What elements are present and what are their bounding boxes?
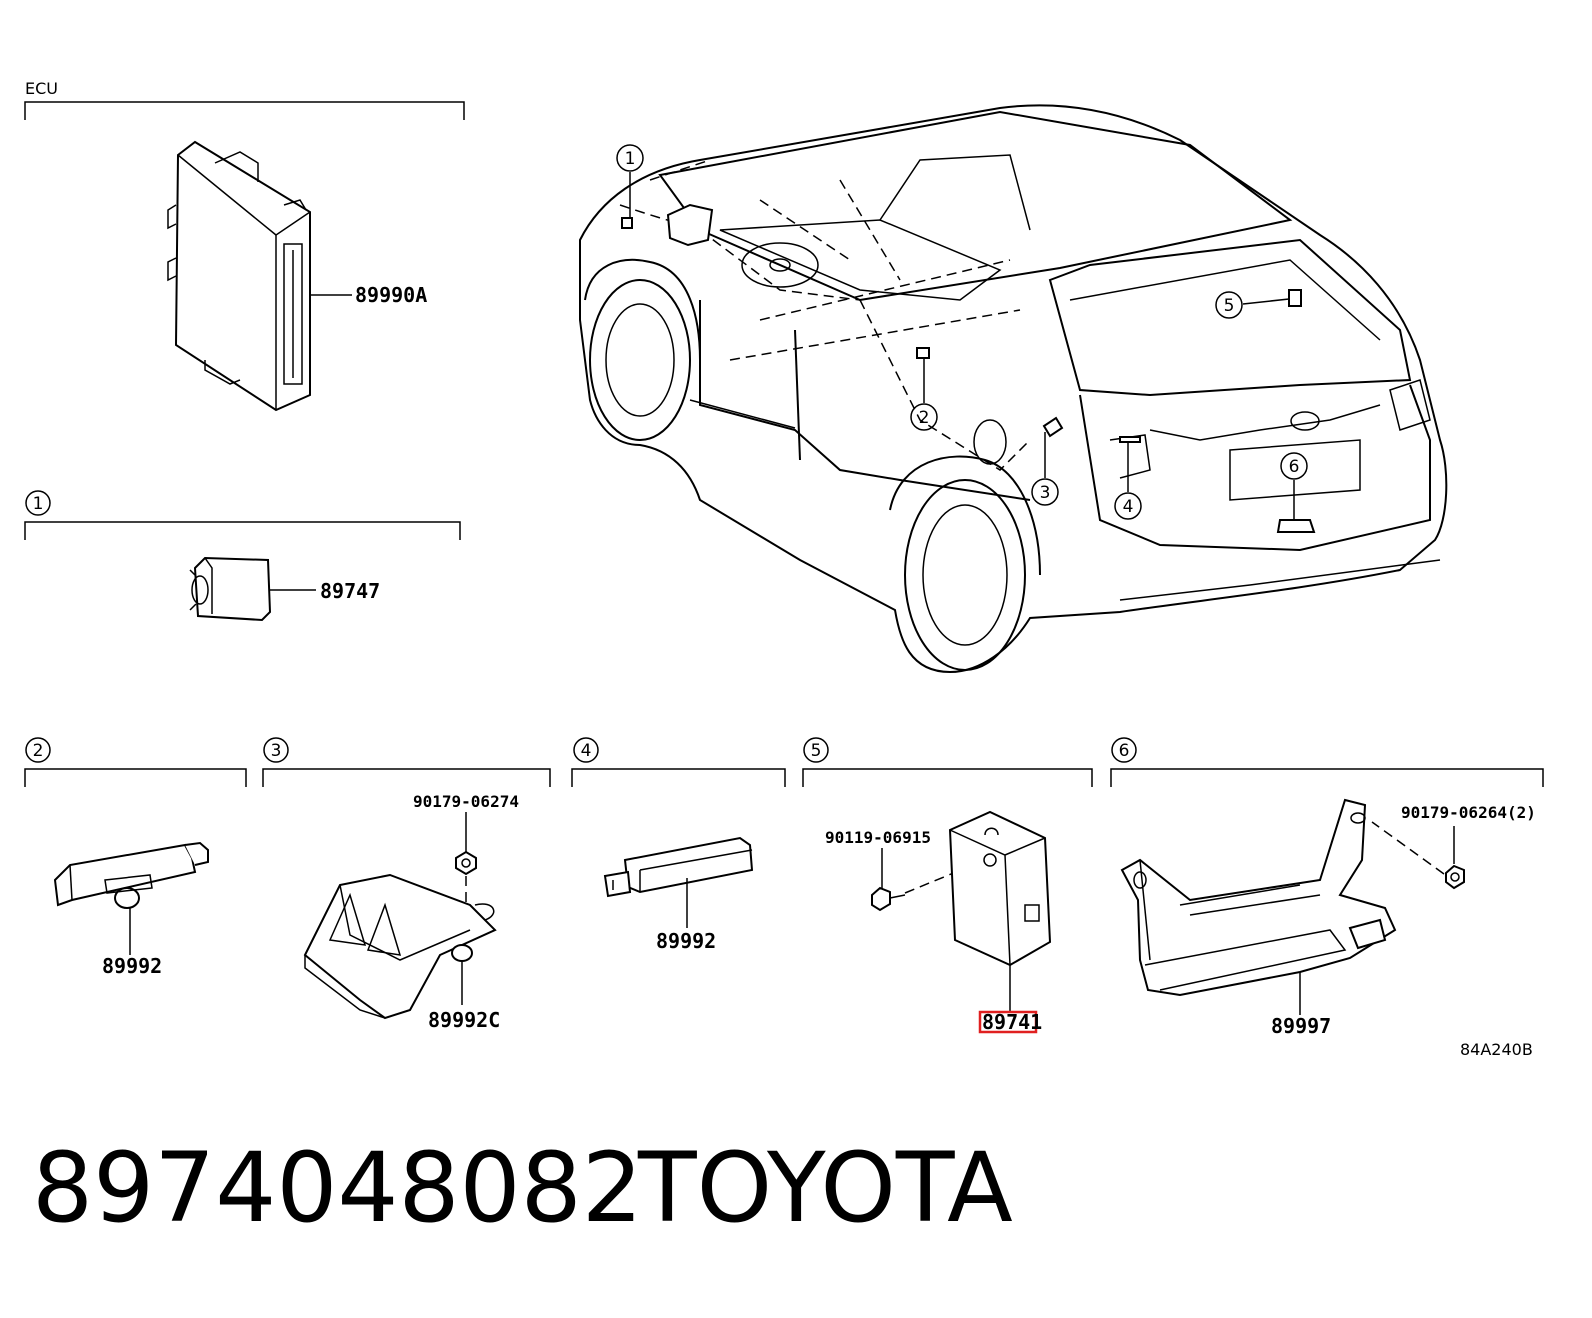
part-label-89992C: 89992C	[428, 1008, 500, 1032]
svg-text:1: 1	[625, 149, 636, 169]
section-2-callout-circle	[25, 737, 51, 763]
section-3-callout-circle	[263, 737, 289, 763]
part-label-90119-06915: 90119-06915	[825, 828, 931, 847]
bracket-89992C-illustration	[303, 873, 497, 1020]
section-5: 5 90119-06915 89741	[802, 737, 1093, 1034]
nut-90179-06274-illustration	[455, 850, 477, 876]
ecu-section: ECU 89990A	[24, 79, 465, 412]
section-1: 1 89747	[24, 490, 461, 622]
brand-name-heading: TOYOTA	[638, 1132, 1013, 1244]
marker-part-6	[1276, 519, 1316, 533]
svg-text:4: 4	[1123, 497, 1134, 517]
section-6-callout-number: 6	[1119, 741, 1130, 761]
part-label-90179-06274: 90179-06274	[413, 792, 519, 811]
sensor-89992-illustration	[53, 841, 209, 909]
section-1-callout-number: 1	[33, 494, 44, 514]
part-number-heading: 8974048082	[32, 1132, 643, 1244]
section-3: 3 90179-06274 89992C	[262, 737, 551, 1032]
svg-text:6: 6	[1289, 457, 1300, 477]
part-label-89747: 89747	[320, 579, 380, 603]
marker-part-2	[916, 347, 930, 359]
svg-text:3: 3	[1040, 483, 1051, 503]
vehicle-callout-6: 6	[1280, 452, 1308, 520]
svg-text:5: 5	[1224, 296, 1235, 316]
marker-part-1	[621, 217, 633, 229]
svg-text:2: 2	[919, 408, 930, 428]
vehicle-callout-5: 5	[1215, 291, 1290, 319]
marker-part-4	[1119, 436, 1141, 443]
section-6-callout-circle	[1111, 737, 1137, 763]
section-1-bracket	[24, 521, 461, 540]
vehicle-callout-1: 1	[616, 144, 644, 218]
section-4-bracket	[571, 768, 786, 787]
marker-part-3	[1042, 416, 1064, 438]
sensor-89992-section-4-illustration	[603, 836, 754, 898]
vehicle-illustration: 1 2 3 4 5 6	[579, 104, 1448, 674]
section-6-bracket	[1110, 768, 1544, 787]
section-2: 2 89992	[24, 737, 247, 978]
section-2-part-label-89992: 89992	[102, 954, 162, 978]
marker-part-5	[1288, 289, 1302, 307]
section-3-bracket	[262, 768, 551, 787]
section-5-callout-circle	[803, 737, 829, 763]
section-5-callout-number: 5	[811, 741, 822, 761]
section-3-callout-number: 3	[271, 741, 282, 761]
section-6: 6 90179-06264(2) 89997	[1110, 737, 1544, 1038]
vehicle-callout-3: 3	[1031, 432, 1059, 506]
part-label-89741: 89741	[982, 1010, 1042, 1034]
nut-90179-06264-illustration	[1445, 864, 1465, 890]
part-label-89997: 89997	[1271, 1014, 1331, 1038]
vehicle-callout-4: 4	[1114, 442, 1142, 520]
vehicle-callout-2: 2	[910, 358, 938, 431]
part-label-90179-06264: 90179-06264(2)	[1401, 803, 1536, 822]
section-4-part-label-89992: 89992	[656, 929, 716, 953]
section-4-callout-circle	[573, 737, 599, 763]
ecu-section-bracket	[24, 101, 465, 120]
section-5-bracket	[802, 768, 1093, 787]
antenna-89997-illustration	[1120, 798, 1397, 997]
ecu-module-illustration	[167, 140, 311, 412]
part-label-89990A: 89990A	[355, 283, 427, 307]
sensor-89747-illustration	[189, 556, 272, 622]
highlighted-part-box	[978, 1010, 1038, 1034]
ecu-section-title: ECU	[25, 79, 58, 98]
section-2-bracket	[24, 768, 247, 787]
section-1-callout-circle	[25, 490, 51, 516]
section-4-callout-number: 4	[581, 741, 592, 761]
diagram-code: 84A240B	[1460, 1040, 1533, 1059]
module-89741-illustration	[948, 810, 1052, 967]
section-2-callout-number: 2	[33, 741, 44, 761]
section-4: 4 89992	[571, 737, 786, 953]
bolt-90119-06915-illustration	[871, 886, 906, 912]
